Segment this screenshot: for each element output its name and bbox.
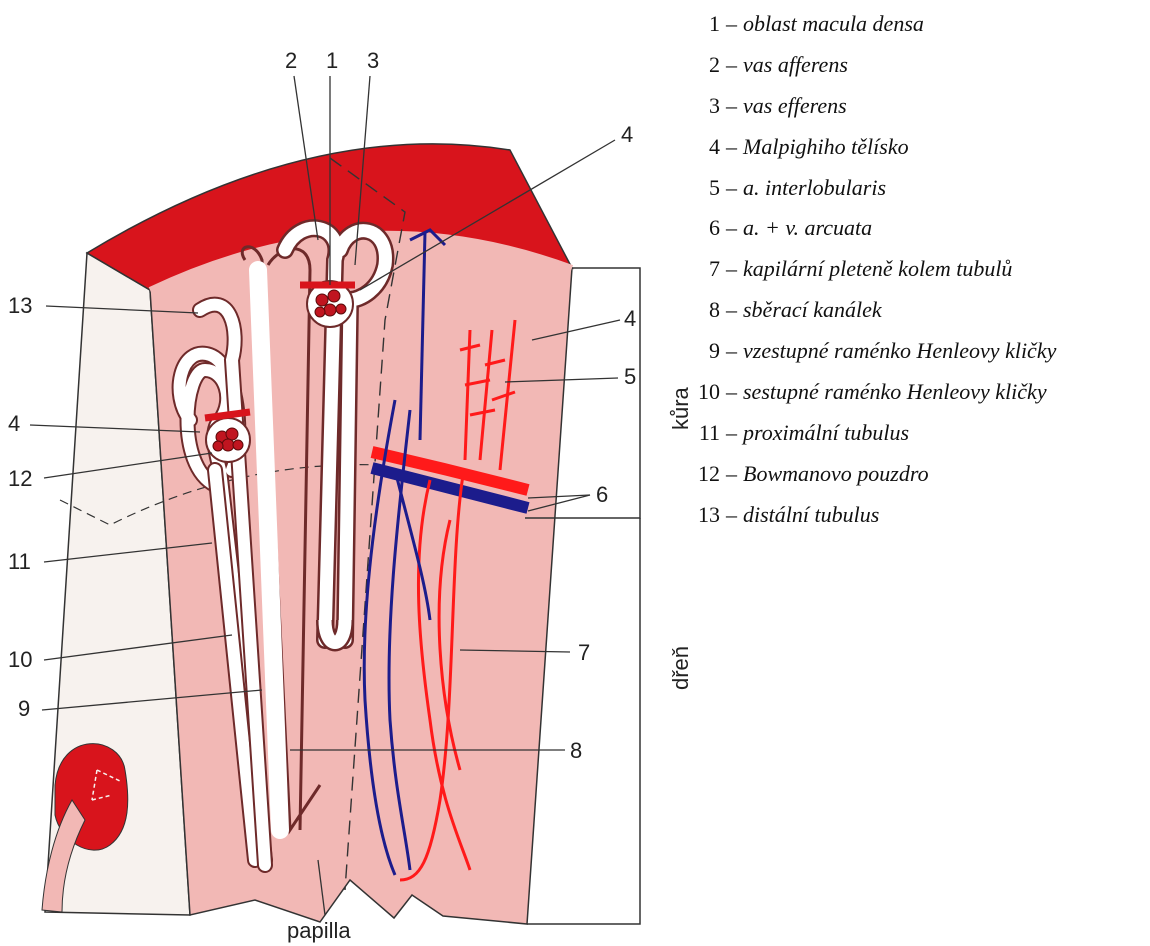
callout-12: 12 <box>8 466 32 491</box>
callout-4-right: 4 <box>624 306 636 331</box>
legend-item: 1–oblast macula densa <box>700 4 1150 45</box>
legend-item: 6–a. + v. arcuata <box>700 208 1150 249</box>
legend-name: vzestupné raménko Henleovy kličky <box>743 338 1056 363</box>
legend-number: 4 <box>700 127 720 167</box>
legend-name: vas efferens <box>743 93 847 118</box>
legend-item: 7–kapilární pleteně kolem tubulů <box>700 249 1150 290</box>
callout-2: 2 <box>285 48 297 73</box>
legend-name: proximální tubulus <box>743 420 909 445</box>
legend-number: 13 <box>686 495 720 535</box>
legend-name: distální tubulus <box>743 502 879 527</box>
legend-name: sestupné raménko Henleovy kličky <box>743 379 1047 404</box>
legend-item: 2–vas afferens <box>700 45 1150 86</box>
callout-13: 13 <box>8 293 32 318</box>
zone-medulla-label: dřeň <box>668 646 693 690</box>
legend-name: sběrací kanálek <box>743 297 882 322</box>
legend-name: a. + v. arcuata <box>743 215 872 240</box>
legend-name: Malpighiho tělísko <box>743 134 909 159</box>
legend-item: 12–Bowmanovo pouzdro <box>700 454 1150 495</box>
callout-6: 6 <box>596 482 608 507</box>
legend-item: 11–proximální tubulus <box>700 413 1150 454</box>
callout-1: 1 <box>326 48 338 73</box>
callout-9: 9 <box>18 696 30 721</box>
legend-number: 11 <box>686 413 720 453</box>
callout-8: 8 <box>570 738 582 763</box>
legend-name: vas afferens <box>743 52 848 77</box>
papilla-label: papilla <box>287 918 351 943</box>
legend-item: 5–a. interlobularis <box>700 168 1150 209</box>
legend-item: 9–vzestupné raménko Henleovy kličky <box>700 331 1150 372</box>
callout-11: 11 <box>8 549 31 574</box>
legend-number: 2 <box>700 45 720 85</box>
legend-name: a. interlobularis <box>743 175 886 200</box>
legend-number: 5 <box>700 168 720 208</box>
legend-item: 4–Malpighiho tělísko <box>700 127 1150 168</box>
legend-item: 10–sestupné raménko Henleovy kličky <box>700 372 1150 413</box>
legend-name: Bowmanovo pouzdro <box>743 461 929 486</box>
legend-number: 6 <box>700 208 720 248</box>
legend-number: 7 <box>700 249 720 289</box>
legend-item: 8–sběrací kanálek <box>700 290 1150 331</box>
legend-number: 1 <box>700 4 720 44</box>
callout-7: 7 <box>578 640 590 665</box>
callout-10: 10 <box>8 647 32 672</box>
callout-4-left: 4 <box>8 411 20 436</box>
legend-number: 3 <box>700 86 720 126</box>
legend: 1–oblast macula densa 2–vas afferens 3–v… <box>700 4 1150 536</box>
legend-item: 13–distální tubulus <box>700 495 1150 536</box>
legend-name: kapilární pleteně kolem tubulů <box>743 256 1012 281</box>
wedge-front-face <box>150 234 572 924</box>
callout-4-top: 4 <box>621 122 633 147</box>
legend-number: 9 <box>700 331 720 371</box>
legend-number: 12 <box>686 454 720 494</box>
legend-number: 10 <box>686 372 720 412</box>
callout-5: 5 <box>624 364 636 389</box>
legend-item: 3–vas efferens <box>700 86 1150 127</box>
legend-name: oblast macula densa <box>743 11 924 36</box>
callout-3: 3 <box>367 48 379 73</box>
legend-number: 8 <box>700 290 720 330</box>
